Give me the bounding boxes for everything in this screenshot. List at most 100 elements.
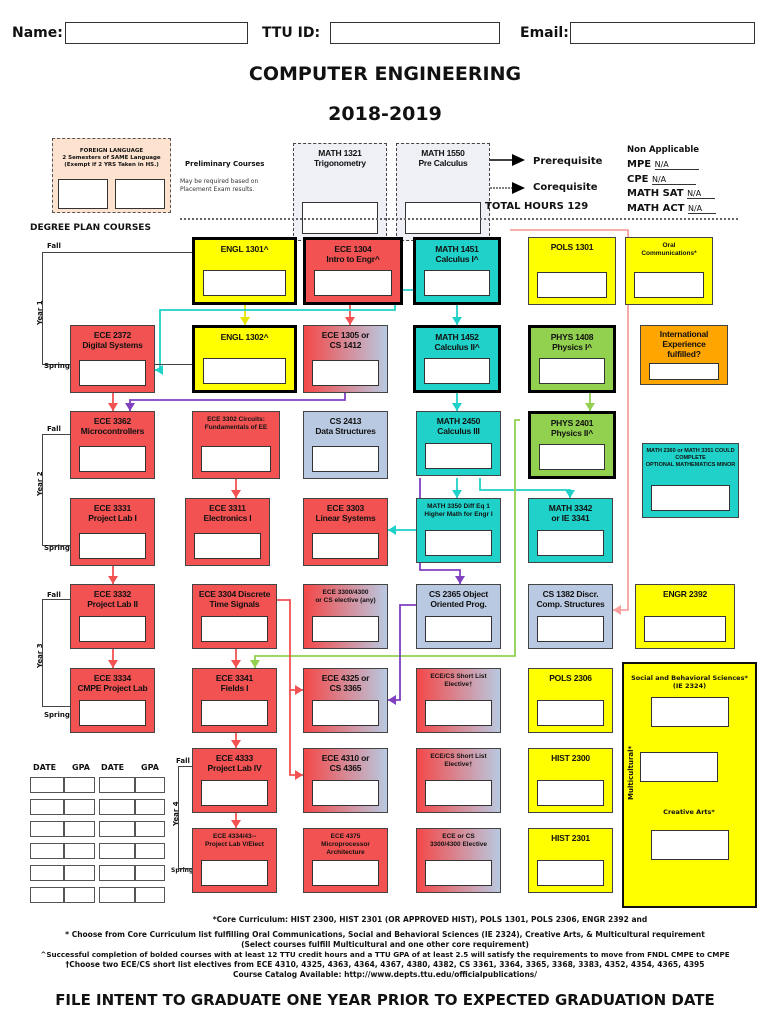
date-cell[interactable]: [99, 799, 135, 815]
foreign-language-slot-2[interactable]: [115, 179, 165, 209]
mpe-row: MPE N/A: [627, 158, 716, 173]
course-code: HIST 2301: [551, 833, 590, 843]
course-code: ENGR 2392: [662, 589, 708, 599]
date-cell[interactable]: [30, 887, 64, 903]
grade-slot[interactable]: [539, 444, 605, 470]
grade-slot[interactable]: [424, 270, 490, 296]
name-input[interactable]: [65, 22, 248, 44]
math-act-value[interactable]: N/A: [687, 203, 717, 214]
preliminary-title: Preliminary Courses: [185, 160, 265, 168]
gpa-cell[interactable]: [135, 843, 165, 859]
grade-slot[interactable]: [79, 533, 146, 559]
grade-slot[interactable]: [539, 358, 605, 384]
grade-slot[interactable]: [312, 446, 379, 472]
grade-slot[interactable]: [201, 780, 268, 806]
gpa-cell[interactable]: [64, 887, 95, 903]
course-engl-1302: ENGL 1302^: [192, 325, 297, 393]
grade-slot[interactable]: [201, 860, 268, 886]
gpa-cell[interactable]: [135, 799, 165, 815]
grade-slot[interactable]: [79, 700, 146, 726]
date-cell[interactable]: [99, 821, 135, 837]
date-cell[interactable]: [99, 887, 135, 903]
grade-slot[interactable]: [312, 700, 379, 726]
grade-slot[interactable]: [537, 780, 604, 806]
non-applicable-list: MPE N/A CPE N/A MATH SAT N/A MATH ACT N/…: [627, 158, 717, 216]
grade-slot[interactable]: [644, 616, 726, 642]
grade-slot[interactable]: [312, 860, 379, 886]
course-title: 3300/4300 Elective: [429, 841, 488, 848]
grade-slot[interactable]: [201, 446, 271, 472]
date-cell[interactable]: [99, 843, 135, 859]
gpa-cell[interactable]: [64, 865, 95, 881]
gpa-cell[interactable]: [135, 887, 165, 903]
grade-slot[interactable]: [203, 270, 286, 296]
gpa-cell[interactable]: [64, 843, 95, 859]
foreign-language-slot-1[interactable]: [58, 179, 108, 209]
grade-slot[interactable]: [201, 700, 268, 726]
grade-slot[interactable]: [425, 530, 492, 556]
email-input[interactable]: [570, 22, 755, 44]
grade-slot[interactable]: [425, 860, 492, 886]
gpa-cell[interactable]: [64, 799, 95, 815]
grade-slot[interactable]: [537, 272, 607, 298]
course-title: CS 4365: [329, 763, 362, 773]
grade-slot[interactable]: [312, 360, 379, 386]
date-cell[interactable]: [30, 843, 64, 859]
gpa-cell[interactable]: [135, 865, 165, 881]
grade-slot[interactable]: [537, 616, 604, 642]
grade-slot[interactable]: [651, 485, 730, 511]
cpe-value[interactable]: N/A: [651, 174, 697, 185]
math-sat-value[interactable]: N/A: [687, 189, 716, 199]
grade-slot[interactable]: [634, 272, 704, 298]
date-cell[interactable]: [30, 865, 64, 881]
grade-slot[interactable]: [649, 363, 719, 380]
year-2-spring-label: Spring: [44, 544, 70, 552]
grade-slot[interactable]: [425, 700, 492, 726]
course-code: ECE 2372: [93, 330, 132, 340]
mpe-value[interactable]: N/A: [654, 160, 699, 170]
grade-slot[interactable]: [79, 616, 146, 642]
grade-slot[interactable]: [312, 533, 379, 559]
grade-slot[interactable]: [312, 780, 379, 806]
gpa-header-gpa-2: GPA: [141, 763, 159, 772]
grade-slot[interactable]: [425, 780, 492, 806]
multicultural-slot[interactable]: [640, 752, 718, 782]
gpa-cell[interactable]: [135, 821, 165, 837]
grade-slot[interactable]: [314, 270, 392, 296]
grade-slot[interactable]: [424, 358, 490, 384]
grade-slot[interactable]: [201, 616, 268, 642]
grade-slot[interactable]: [312, 616, 379, 642]
social-behavioral-slot[interactable]: [651, 697, 729, 727]
grade-slot[interactable]: [425, 443, 492, 469]
course-title: Elective†: [444, 761, 473, 768]
grade-slot[interactable]: [79, 446, 146, 472]
gpa-cell[interactable]: [64, 777, 95, 793]
date-cell[interactable]: [30, 777, 64, 793]
creative-arts-slot[interactable]: [651, 830, 729, 860]
gpa-cell[interactable]: [64, 821, 95, 837]
course-code: ECE 4310 or: [321, 753, 370, 763]
foreign-language-note: (Exempt if 2 YRS Taken in HS.): [64, 162, 159, 168]
grade-slot[interactable]: [537, 700, 604, 726]
date-cell[interactable]: [99, 865, 135, 881]
ttu-id-input[interactable]: [330, 22, 500, 44]
grade-slot[interactable]: [425, 616, 492, 642]
grade-slot[interactable]: [194, 533, 261, 559]
date-cell[interactable]: [99, 777, 135, 793]
email-label: Email:: [520, 25, 569, 41]
grade-slot[interactable]: [203, 358, 286, 384]
gpa-cell[interactable]: [135, 777, 165, 793]
date-cell[interactable]: [30, 799, 64, 815]
date-cell[interactable]: [30, 821, 64, 837]
course-code: ECE 3362: [93, 416, 132, 426]
grade-slot[interactable]: [79, 360, 146, 386]
foreign-language-line: 2 Semesters of SAME Language: [62, 155, 161, 161]
grade-slot[interactable]: [537, 530, 604, 556]
footer-catalog-link[interactable]: Course Catalog Available: http://www.dep…: [233, 970, 537, 979]
year-4-fall-label: Fall: [176, 757, 190, 765]
grade-slot[interactable]: [537, 860, 604, 886]
